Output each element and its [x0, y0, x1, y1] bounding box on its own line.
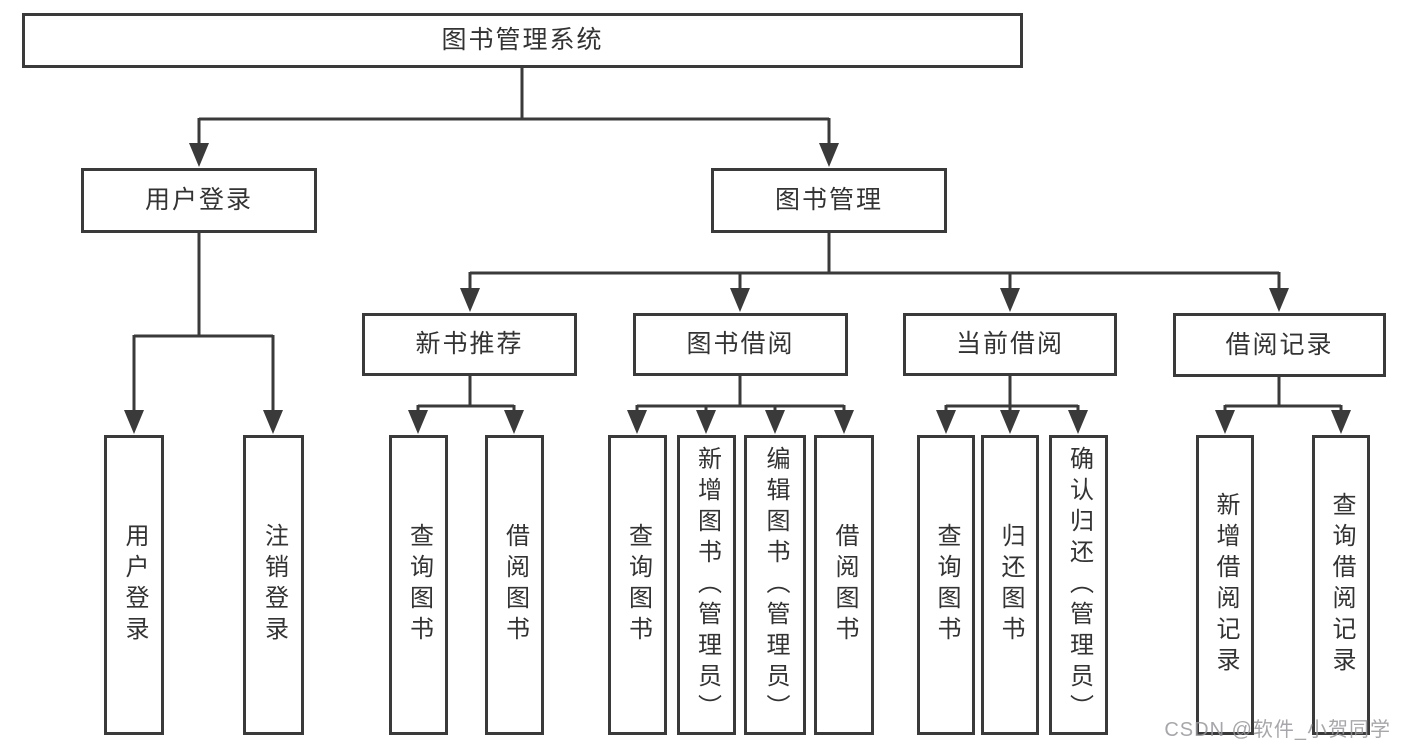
node-new-book-recommendation: 新书推荐 [362, 313, 577, 376]
node-logout-action: 注销登录 [243, 435, 304, 735]
node-borrowing-borrow-books: 借阅图书 [814, 435, 874, 735]
node-user-login: 用户登录 [81, 168, 317, 233]
node-current-query-books: 查询图书 [917, 435, 975, 735]
node-borrowing-add-books-admin: 新增图书（管理员） [677, 435, 736, 735]
node-borrowing-edit-books-admin: 编辑图书（管理员） [744, 435, 806, 735]
node-current-confirm-return-admin: 确认归还（管理员） [1049, 435, 1108, 735]
node-records-query-borrow-record: 查询借阅记录 [1312, 435, 1370, 735]
node-book-management-system: 图书管理系统 [22, 13, 1023, 68]
node-user-login-action: 用户登录 [104, 435, 164, 735]
node-book-borrowing: 图书借阅 [633, 313, 848, 376]
node-recommend-borrow-books: 借阅图书 [485, 435, 544, 735]
node-records-add-borrow-record: 新增借阅记录 [1196, 435, 1254, 735]
node-current-borrowing: 当前借阅 [903, 313, 1117, 376]
node-book-management: 图书管理 [711, 168, 947, 233]
node-recommend-query-books: 查询图书 [389, 435, 448, 735]
node-borrowing-records: 借阅记录 [1173, 313, 1386, 377]
csdn-watermark: CSDN @软件_小贺同学 [1164, 719, 1391, 741]
node-current-return-books: 归还图书 [981, 435, 1039, 735]
arrowheads [124, 143, 1351, 434]
node-borrowing-query-books: 查询图书 [608, 435, 667, 735]
